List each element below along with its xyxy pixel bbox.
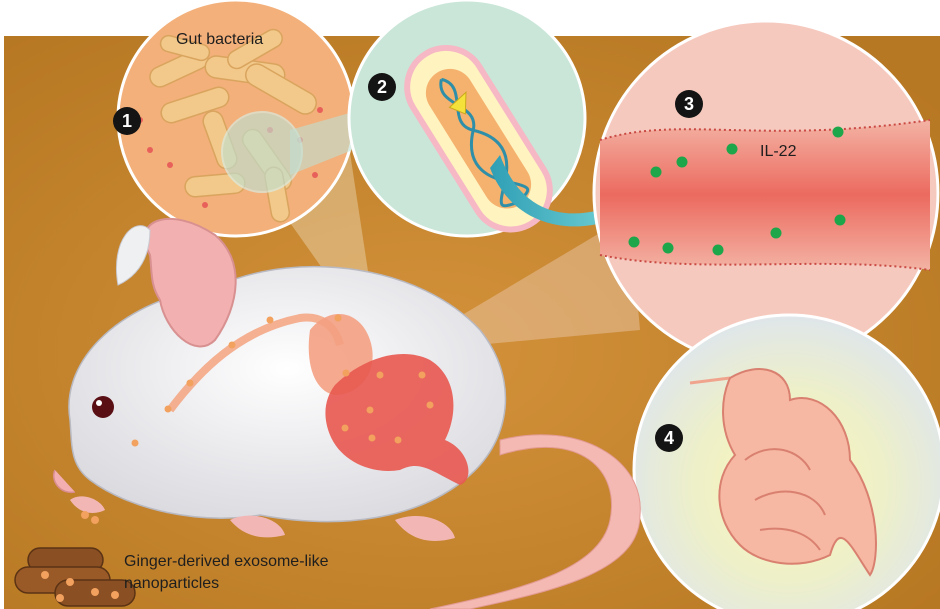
il22-label: IL-22 [760, 143, 796, 161]
step-1-badge: 1 [113, 107, 141, 135]
gut-bacteria-label: Gut bacteria [176, 31, 263, 49]
step-3-badge: 3 [675, 90, 703, 118]
nanoparticles-label-line2: nanoparticles [124, 575, 219, 593]
intestine-closeup-circle [594, 21, 938, 365]
healed-gut-circle [634, 315, 940, 609]
nanoparticles-label-line1: Ginger-derived exosome-like [124, 553, 329, 571]
step-2-badge: 2 [368, 73, 396, 101]
step-4-badge: 4 [655, 424, 683, 452]
mouse-eye [92, 396, 114, 418]
